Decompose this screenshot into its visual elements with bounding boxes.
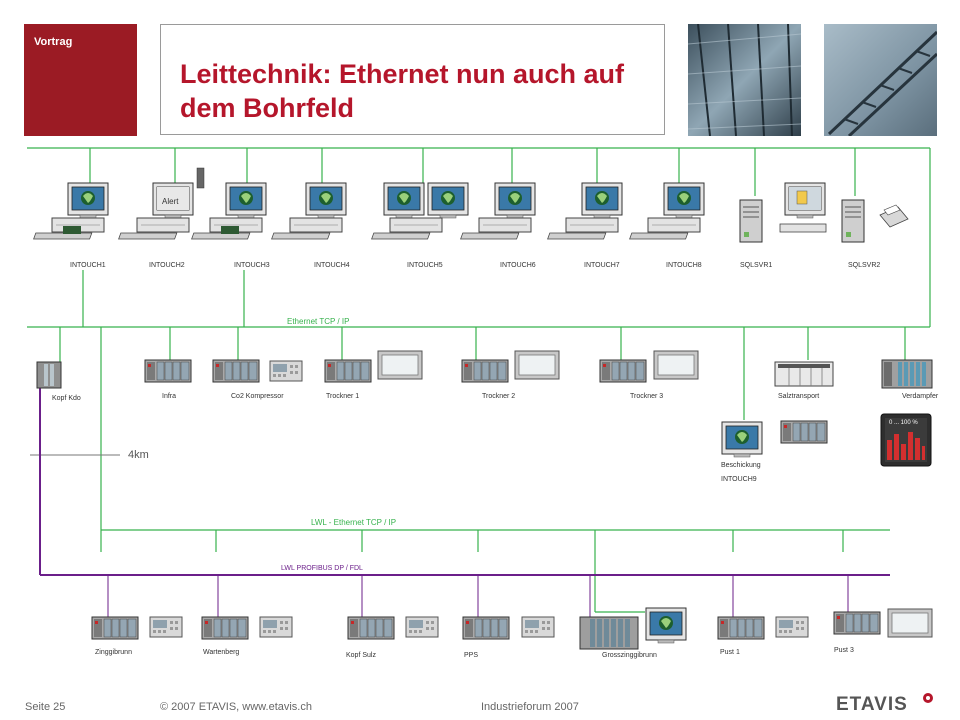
svg-text:ETAVIS: ETAVIS	[836, 694, 908, 714]
plant-label: Trockner 3	[630, 393, 664, 400]
workstation-intouch7	[547, 182, 623, 240]
plant-label: Co2 Kompressor	[231, 393, 284, 400]
field-label: Zinggibrunn	[95, 649, 132, 656]
workstation-intouch8	[629, 182, 705, 240]
lwl-ethernet-label: LWL - Ethernet TCP / IP	[311, 518, 397, 527]
workstation-intouch3	[191, 182, 267, 240]
ethernet-label: Ethernet TCP / IP	[287, 317, 350, 326]
node-co2	[212, 359, 303, 383]
station-label: INTOUCH3	[234, 262, 270, 269]
station-label: INTOUCH8	[666, 262, 702, 269]
plant-label: Trockner 1	[326, 393, 360, 400]
plant-label: Salztransport	[778, 393, 820, 400]
node-trockner1	[324, 350, 423, 383]
plant-label: Kopf Kdo	[52, 395, 81, 402]
beschickung-label: Beschickung	[721, 462, 761, 469]
workstation-intouch5	[371, 182, 469, 240]
section-tag: Vortrag	[24, 24, 137, 136]
field-grosszinggibrunn	[579, 607, 687, 650]
station-label: SQLSVR1	[740, 262, 773, 269]
field-label: Wartenberg	[203, 649, 240, 656]
workstation-intouch1	[33, 182, 109, 240]
server-sqlsvr2	[841, 199, 909, 243]
plant-label: Verdampfer	[902, 393, 939, 400]
server-sqlsvr1	[739, 182, 827, 243]
workstation-intouch4	[271, 182, 347, 240]
plant-label: Trockner 2	[482, 393, 516, 400]
station-label: SQLSVR2	[848, 262, 881, 269]
field-pps	[462, 616, 555, 640]
field-pust3	[833, 608, 933, 638]
gauge-panel	[880, 413, 932, 467]
station-label: INTOUCH6	[500, 262, 536, 269]
field-kopf-sulz	[347, 616, 439, 640]
node-trockner3	[599, 350, 699, 383]
distance-label: 4km	[128, 449, 149, 461]
station-label: INTOUCH7	[584, 262, 620, 269]
node-infra	[144, 359, 192, 383]
gauge-label: 0 ... 100 %	[889, 420, 918, 426]
profibus-label: LWL PROFIBUS DP / FDL	[281, 565, 363, 572]
field-label: Pust 1	[720, 649, 740, 656]
station-label: INTOUCH5	[407, 262, 443, 269]
node-kopf-kdo	[36, 361, 62, 389]
node-verdampfer	[881, 359, 933, 389]
workstation-intouch2: Alert	[118, 167, 205, 240]
beschickung-station-label: INTOUCH9	[721, 476, 757, 483]
node-salztransport	[774, 361, 834, 387]
station-label: INTOUCH4	[314, 262, 350, 269]
section-tag-label: Vortrag	[34, 36, 73, 48]
field-zinggibrunn	[91, 616, 183, 640]
field-label: PPS	[464, 652, 479, 659]
page-title: Leittechnik: Ethernet nun auch auf dem B…	[180, 59, 625, 123]
title-box: Leittechnik: Ethernet nun auch auf dem B…	[160, 24, 665, 135]
workstation-intouch6	[460, 182, 536, 240]
page-number: Seite 25	[25, 701, 66, 713]
plant-label: Infra	[162, 393, 177, 400]
building-photo-right	[824, 24, 937, 136]
svg-text:Alert: Alert	[162, 197, 179, 206]
station-label: INTOUCH1	[70, 262, 106, 269]
building-photo-left	[688, 24, 801, 136]
event-name: Industrieforum 2007	[481, 701, 579, 713]
station-label: INTOUCH2	[149, 262, 185, 269]
field-pust1	[717, 616, 809, 640]
field-label: Grosszinggibrunn	[602, 652, 657, 659]
field-label: Pust 3	[834, 647, 854, 654]
field-label: Kopf Sulz	[346, 652, 376, 659]
copyright: © 2007 ETAVIS, www.etavis.ch	[160, 701, 312, 713]
field-wartenberg	[201, 616, 293, 640]
node-beschickung	[721, 420, 828, 458]
etavis-logo: ETAVIS	[836, 692, 936, 719]
